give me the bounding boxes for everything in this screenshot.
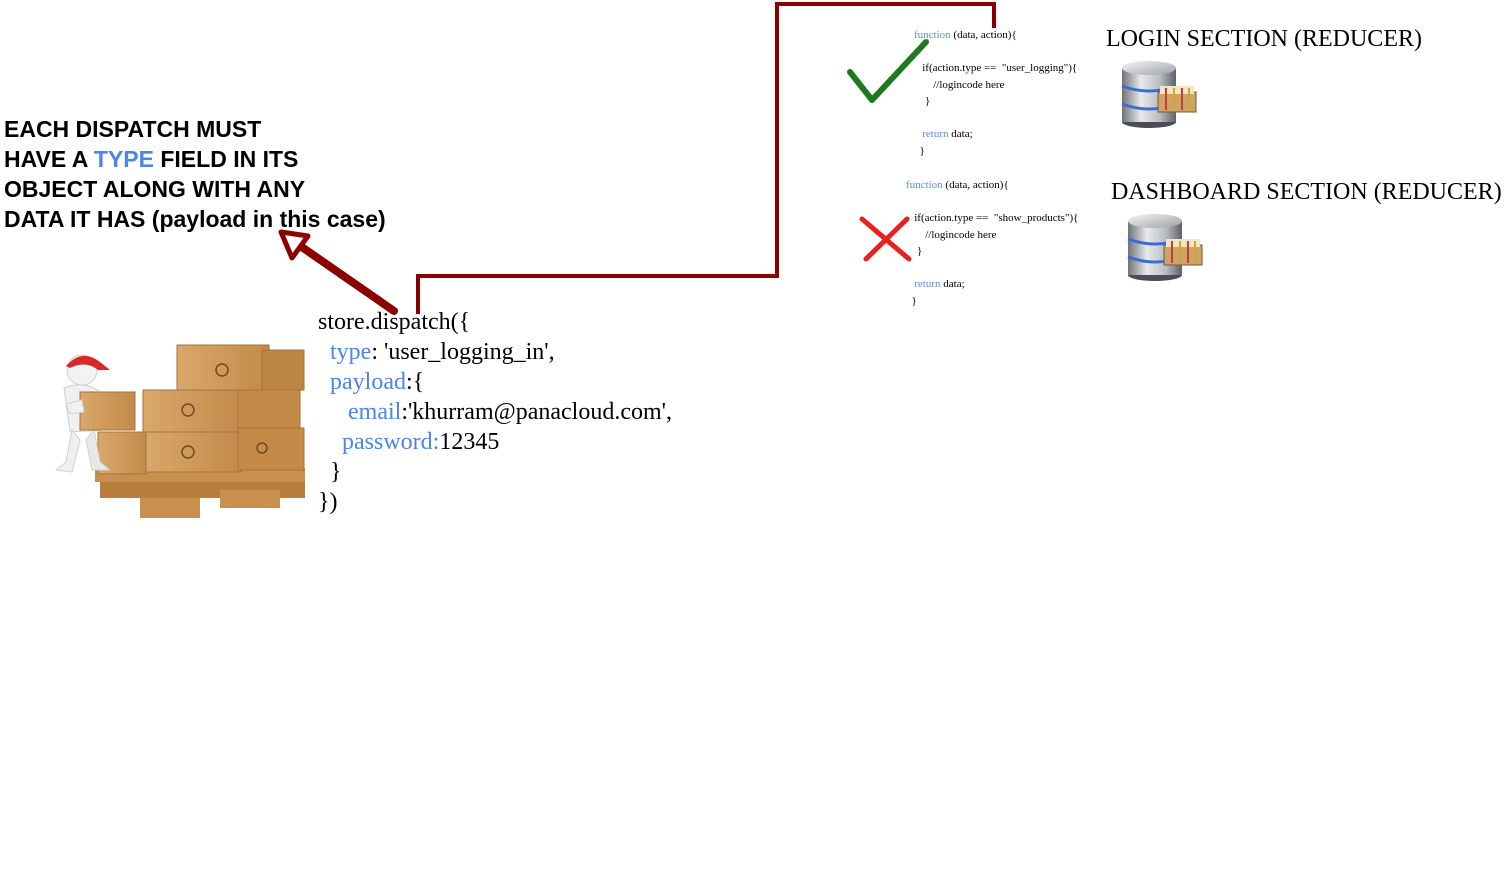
cross-icon	[859, 216, 912, 262]
email-key: email	[348, 399, 402, 425]
payload-open: :{	[405, 369, 425, 395]
dispatch-password-line: password:12345	[318, 427, 672, 457]
login-if-line: if(action.type == "user_logging"){	[914, 60, 1077, 77]
login-close-if-brace: }	[925, 95, 931, 107]
login-if-text: if(action.type == "user_logging"){	[922, 62, 1078, 74]
dash-comment-text: //logincode here	[925, 228, 997, 241]
dash-fn-sig: (data, action){	[942, 179, 1009, 191]
dispatch-payload-line: payload:{	[318, 367, 672, 397]
headline: EACH DISPATCH MUST HAVE A TYPE FIELD IN …	[4, 114, 444, 234]
dash-return-rest: data;	[940, 278, 965, 290]
dash-close-fn: }	[906, 293, 1078, 310]
dispatch-type-line: type: 'user_logging_in',	[318, 337, 672, 367]
type-keyword: TYPE	[93, 146, 154, 172]
dispatch-code: store.dispatch({ type: 'user_logging_in'…	[318, 307, 672, 517]
dashboard-section-title: DASHBOARD SECTION (REDUCER)	[1111, 179, 1502, 205]
password-value: 12345	[439, 429, 500, 455]
dash-return-keyword: return	[914, 278, 941, 290]
database-icon	[1121, 61, 1197, 128]
dash-fn-line: function (data, action){	[906, 177, 1078, 194]
login-close-fn-brace: }	[919, 144, 925, 157]
login-fn-line: function (data, action){	[914, 27, 1077, 44]
login-return-keyword: return	[922, 128, 949, 140]
close-inner-brace: }	[330, 459, 342, 485]
dash-close-fn-brace: }	[911, 294, 917, 307]
login-section-title: LOGIN SECTION (REDUCER)	[1106, 26, 1422, 52]
dashboard-reducer-code: function (data, action){ if(action.type …	[906, 177, 1078, 309]
check-icon	[847, 39, 929, 103]
arrow-icon	[278, 229, 398, 315]
dash-return-line: return data;	[906, 276, 1078, 293]
dash-close-if: }	[906, 243, 1078, 260]
login-comment-line: //logincode here	[914, 77, 1077, 94]
payload-key: payload	[330, 369, 406, 395]
login-return-line: return data;	[914, 126, 1077, 143]
worker-with-boxes-icon	[54, 344, 305, 518]
login-fn-sig: (data, action){	[950, 29, 1017, 41]
headline-line-2-end: FIELD IN ITS	[153, 146, 299, 172]
login-close-fn: }	[914, 143, 1077, 160]
password-key: password:	[342, 429, 440, 455]
headline-line-2-start: HAVE A	[4, 146, 94, 172]
connector-line	[416, 2, 996, 314]
dash-fn-keyword: function	[906, 179, 943, 191]
login-comment-text: //logincode here	[933, 78, 1005, 91]
login-return-rest: data;	[948, 128, 973, 140]
dash-close-if-brace: }	[917, 245, 923, 257]
type-key: type	[330, 339, 372, 365]
headline-line-3: OBJECT ALONG WITH ANY	[4, 176, 306, 202]
database-icon	[1127, 214, 1203, 281]
login-reducer-code: function (data, action){ if(action.type …	[914, 27, 1077, 159]
dispatch-close-inner: }	[318, 457, 672, 487]
headline-line-1: EACH DISPATCH MUST	[4, 116, 262, 142]
dash-comment-line: //logincode here	[906, 227, 1078, 244]
dash-if-line: if(action.type == "show_products"){	[906, 210, 1078, 227]
dash-if-text: if(action.type == "show_products"){	[914, 212, 1079, 224]
dispatch-email-line: email:'khurram@panacloud.com',	[318, 397, 672, 427]
headline-line-4: DATA IT HAS (payload in this case)	[4, 206, 386, 232]
login-close-if: }	[914, 93, 1077, 110]
email-value: :'khurram@panacloud.com',	[401, 399, 672, 425]
dispatch-close-outer: })	[318, 489, 338, 515]
headline-line-2: HAVE A TYPE FIELD IN ITS	[4, 144, 444, 174]
login-fn-keyword: function	[914, 29, 951, 41]
type-value: : 'user_logging_in',	[371, 339, 555, 365]
